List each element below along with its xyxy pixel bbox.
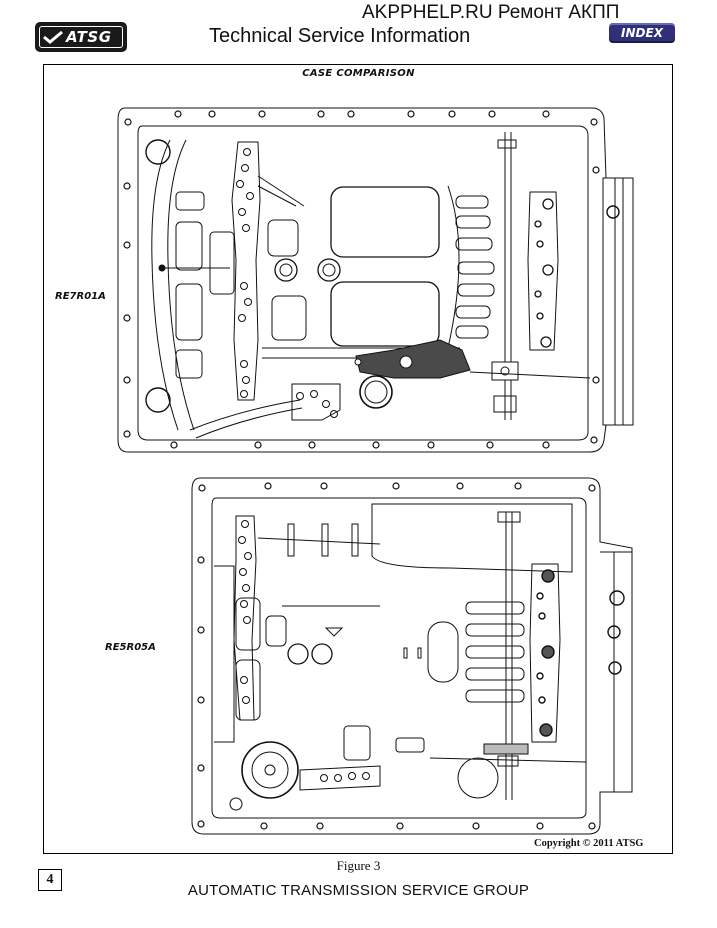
document-subtitle: Technical Service Information: [209, 25, 471, 47]
site-title: AKPPHELP.RU Ремонт АКПП: [362, 2, 620, 23]
figure-frame: [43, 64, 673, 854]
check-mark-icon: [43, 30, 63, 44]
case-label-re7r01a: RE7R01A: [55, 291, 106, 302]
atsg-logo: ATSG: [35, 22, 127, 52]
copyright-notice: Copyright © 2011 ATSG: [534, 838, 644, 849]
re7r01a-case-diagram: [117, 107, 634, 453]
re5r05a-case-diagram: [191, 477, 633, 835]
footer-org-name: AUTOMATIC TRANSMISSION SERVICE GROUP: [187, 882, 530, 899]
figure-caption: Figure 3: [336, 858, 381, 873]
figure-title: CASE COMPARISON: [302, 68, 415, 79]
case-label-re5r05a: RE5R05A: [105, 642, 156, 653]
page-number: 4: [38, 869, 62, 891]
index-button[interactable]: INDEX: [609, 23, 675, 43]
logo-text: ATSG: [66, 28, 112, 46]
